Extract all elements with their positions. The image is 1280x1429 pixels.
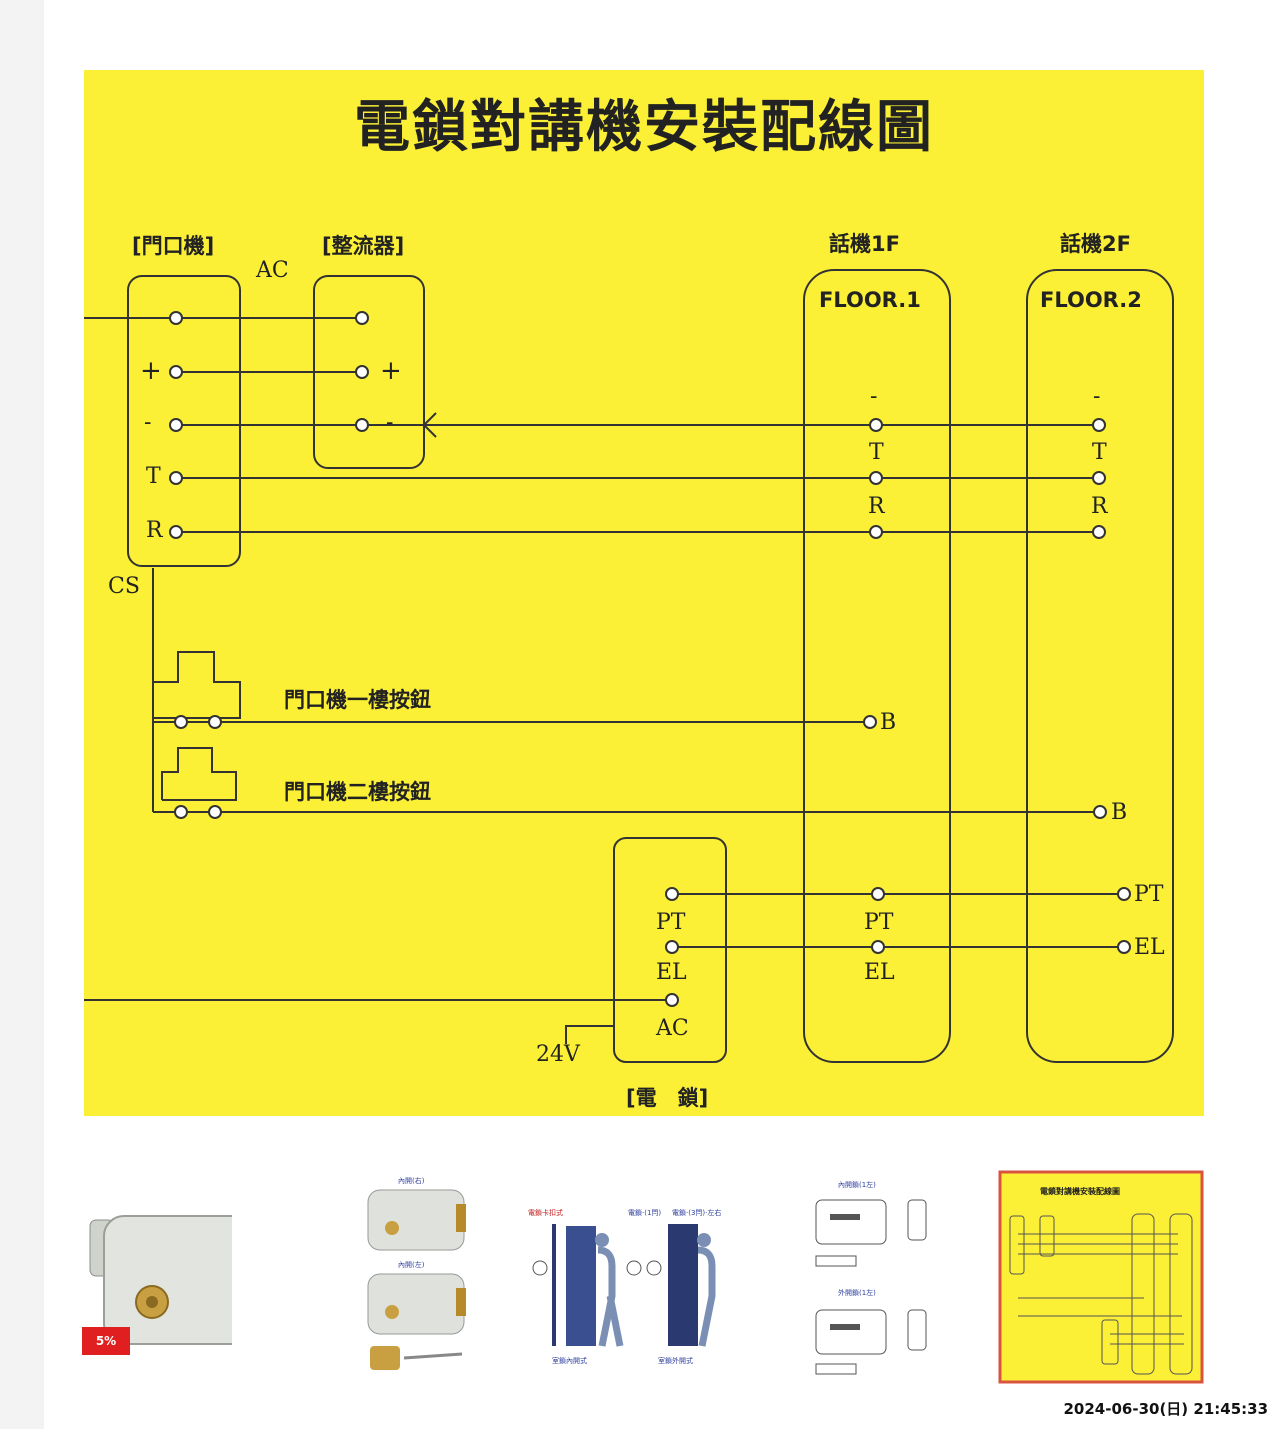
door-r-label: R <box>146 518 163 543</box>
lock-left-right-photos <box>367 1189 466 1370</box>
phone-2f-el-label: EL <box>1134 935 1165 960</box>
rectifier-minus-label: - <box>386 410 394 435</box>
v24-label: 24V <box>536 1042 580 1067</box>
phone-1f-box <box>803 269 951 1063</box>
thumbnail-strip: 5% 內開(右) 內開(左) 電鎖卡扣式 電鎖· <box>82 1170 1204 1386</box>
button-2f-label: 門口機二樓按鈕 <box>284 780 431 804</box>
left-sidebar-strip <box>0 0 44 1429</box>
door-t-label: T <box>146 464 161 489</box>
thumbnail-4[interactable]: 內開鎖(1左) 外開鎖(1左) <box>792 1170 948 1386</box>
phone-2f-b-label: B <box>1111 800 1128 825</box>
floor-2-label: FLOOR.2 <box>1040 288 1142 312</box>
wiring-diagram-image[interactable]: 電鎖對講機安裝配線圖 <box>84 70 1204 1116</box>
thumb3-label-5: 室鎖外開式 <box>658 1357 693 1365</box>
cs-label: CS <box>108 574 140 599</box>
thumbnail-3[interactable]: 電鎖卡扣式 電鎖·(1閂) 電鎖·(3閂)·左右 室鎖內開式 室鎖外開式 <box>522 1170 752 1386</box>
door-plus-label: + <box>140 356 162 386</box>
phone-1f-minus-label: - <box>870 384 878 409</box>
thumb3-label-3: 電鎖·(3閂)·左右 <box>672 1209 722 1217</box>
door-station-box <box>127 275 241 567</box>
phone-1f-label: 話機1F <box>829 232 900 256</box>
wiring-diagram-thumbnail <box>998 1170 1204 1384</box>
thumbnail-5-selected[interactable]: 電鎖對講機安裝配線圖 <box>998 1170 1204 1386</box>
phone-1f-pt-label: PT <box>864 910 894 935</box>
phone-1f-r-label: R <box>868 494 885 519</box>
thumb2-label-right: 內開(右) <box>398 1177 425 1185</box>
screenshot-timestamp: 2024-06-30(日) 21:45:33 <box>1063 1400 1269 1418</box>
thumb5-title: 電鎖對講機安裝配線圖 <box>1040 1187 1120 1196</box>
rectifier-plus-label: + <box>380 356 402 386</box>
phone-1f-b-label: B <box>880 710 897 735</box>
ac-label: AC <box>256 258 289 283</box>
electric-lock-label: [電 鎖] <box>626 1086 709 1110</box>
lock-ac-label: AC <box>656 1016 689 1041</box>
thumbnail-2[interactable]: 內開(右) 內開(左) <box>354 1170 474 1386</box>
phone-2f-t-label: T <box>1092 440 1107 465</box>
lock-pt-label: PT <box>656 910 686 935</box>
phone-2f-pt-label: PT <box>1134 882 1164 907</box>
thumb3-label-2: 電鎖·(1閂) <box>628 1209 662 1217</box>
door-minus-label: - <box>144 410 152 435</box>
phone-2f-r-label: R <box>1091 494 1108 519</box>
phone-1f-t-label: T <box>869 440 884 465</box>
diagram-title: 電鎖對講機安裝配線圖 <box>354 95 934 160</box>
thumb4-label-inner: 內開鎖(1左) <box>838 1181 876 1189</box>
thumb2-label-left: 內開(左) <box>398 1261 425 1269</box>
electric-lock-box <box>613 837 727 1063</box>
phone-2f-box <box>1026 269 1174 1063</box>
button-1f-label: 門口機一樓按鈕 <box>284 688 431 712</box>
thumb3-label-4: 室鎖內開式 <box>552 1357 587 1365</box>
rectifier-label: [整流器] <box>322 234 405 258</box>
thumb4-label-outer: 外開鎖(1左) <box>838 1289 876 1297</box>
door-opening-diagram <box>532 1224 716 1347</box>
phone-2f-label: 話機2F <box>1060 232 1131 256</box>
thumb3-label-1: 電鎖卡扣式 <box>528 1209 563 1217</box>
door-station-label: [門口機] <box>132 234 215 258</box>
floor-1-label: FLOOR.1 <box>819 288 921 312</box>
lock-dimension-drawing <box>794 1174 946 1382</box>
phone-2f-minus-label: - <box>1093 384 1101 409</box>
phone-1f-el-label: EL <box>864 960 895 985</box>
wiring-lines <box>84 269 1174 1063</box>
lock-el-label: EL <box>656 960 687 985</box>
discount-badge: 5% <box>82 1327 130 1355</box>
thumbnail-1[interactable]: 5% <box>82 1170 286 1386</box>
